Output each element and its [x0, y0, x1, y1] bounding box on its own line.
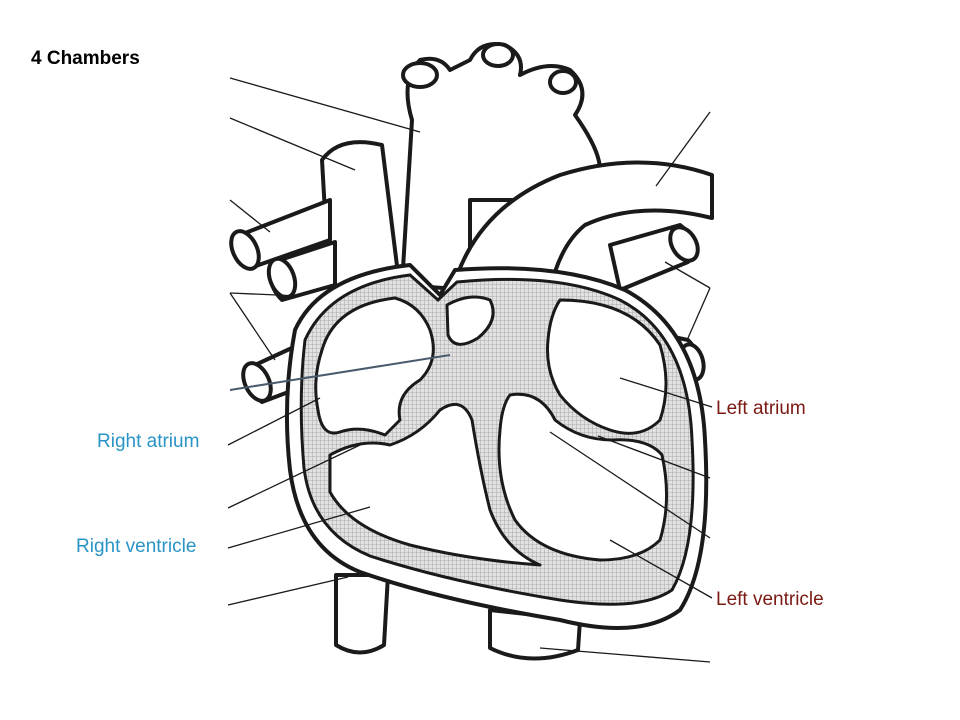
left-ventricle-cavity	[497, 392, 668, 562]
pulmonary-artery	[448, 160, 714, 302]
leader-line	[227, 576, 349, 606]
superior-vena-cava	[320, 140, 402, 302]
septum-branch	[445, 295, 495, 346]
slide-title: 4 Chambers	[31, 48, 140, 69]
leader-line	[229, 292, 276, 361]
label-left-ventricle: Left ventricle	[716, 589, 824, 610]
leader-line	[227, 397, 321, 446]
label-right-ventricle: Right ventricle	[76, 536, 197, 557]
leader-line	[229, 77, 421, 133]
bottom-vessel	[488, 608, 582, 661]
leader-line	[664, 261, 711, 289]
aortic-arch	[400, 42, 602, 292]
left-atrium-cavity	[546, 298, 668, 435]
inferior-vena-cava	[334, 573, 390, 655]
leader-line	[229, 199, 271, 233]
leader-line	[227, 444, 361, 509]
leader-line	[609, 539, 713, 599]
leader-line	[229, 292, 301, 297]
leader-line	[227, 506, 371, 549]
leader-line	[539, 647, 711, 663]
leader-line	[655, 111, 711, 187]
leader-line	[229, 117, 356, 171]
label-right-atrium: Right atrium	[97, 431, 200, 452]
leader-line	[619, 377, 713, 408]
leader-line	[597, 435, 711, 479]
highlight-pointer-line	[229, 354, 451, 391]
leader-line	[549, 431, 711, 539]
leader-line	[687, 287, 711, 339]
right-ventricle-cavity	[328, 402, 542, 567]
label-left-atrium: Left atrium	[716, 398, 806, 419]
